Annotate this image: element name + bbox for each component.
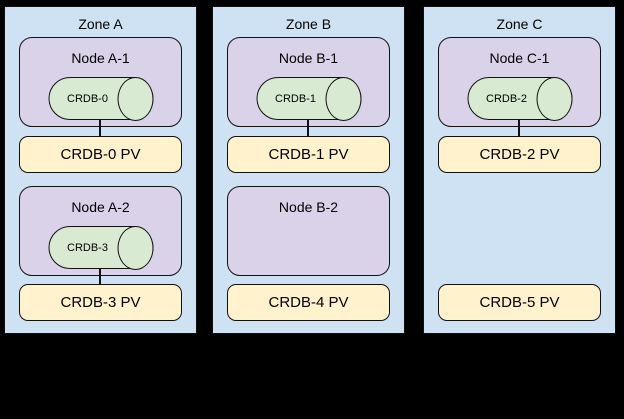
node-b-2-title: Node B-2 bbox=[278, 199, 339, 215]
node-a-1-title: Node A-1 bbox=[71, 50, 130, 66]
zone-c: Zone C Node C-1 CRDB-2 CRDB-2 PV CRDB-5 … bbox=[423, 6, 616, 334]
connector-crdb-2-pv bbox=[518, 119, 520, 137]
cylinder-cap bbox=[536, 76, 573, 121]
cylinder-cap bbox=[117, 76, 154, 121]
node-a-2: Node A-2 CRDB-3 bbox=[19, 186, 182, 276]
connector-crdb-0-pv bbox=[99, 119, 101, 137]
zone-b: Zone B Node B-1 CRDB-1 CRDB-1 PV Node B-… bbox=[212, 6, 405, 334]
connector-crdb-1-pv bbox=[307, 119, 309, 137]
node-b-1: Node B-1 CRDB-1 bbox=[227, 37, 390, 127]
crdb-1-pod-cylinder: CRDB-1 bbox=[256, 76, 362, 121]
pv-crdb-5: CRDB-5 PV bbox=[438, 284, 601, 321]
cylinder-cap bbox=[117, 225, 154, 270]
pv-crdb-0: CRDB-0 PV bbox=[19, 136, 182, 173]
crdb-2-pod-cylinder: CRDB-2 bbox=[467, 76, 573, 121]
crdb-1-pod-label: CRDB-1 bbox=[275, 92, 316, 105]
node-b-2: Node B-2 bbox=[227, 186, 390, 276]
node-c-1-title: Node C-1 bbox=[489, 50, 550, 66]
crdb-3-pod-label: CRDB-3 bbox=[67, 241, 108, 254]
crdb-0-pod-label: CRDB-0 bbox=[67, 92, 108, 105]
crdb-0-pod-cylinder: CRDB-0 bbox=[48, 76, 154, 121]
cylinder-cap bbox=[325, 76, 362, 121]
zone-a-title: Zone A bbox=[78, 16, 123, 32]
pv-crdb-1: CRDB-1 PV bbox=[227, 136, 390, 173]
connector-crdb-3-pv bbox=[99, 268, 101, 285]
node-a-1: Node A-1 CRDB-0 bbox=[19, 37, 182, 127]
node-a-2-title: Node A-2 bbox=[71, 199, 130, 215]
node-c-1: Node C-1 CRDB-2 bbox=[438, 37, 601, 127]
zone-b-title: Zone B bbox=[285, 16, 332, 32]
crdb-3-pod-cylinder: CRDB-3 bbox=[48, 225, 154, 270]
pv-crdb-4: CRDB-4 PV bbox=[227, 284, 390, 321]
zone-c-title: Zone C bbox=[496, 16, 543, 32]
node-b-1-title: Node B-1 bbox=[278, 50, 339, 66]
pv-crdb-3: CRDB-3 PV bbox=[19, 284, 182, 321]
zone-a: Zone A Node A-1 CRDB-0 CRDB-0 PV Node A-… bbox=[4, 6, 197, 334]
pv-crdb-2: CRDB-2 PV bbox=[438, 136, 601, 173]
crdb-2-pod-label: CRDB-2 bbox=[486, 92, 527, 105]
